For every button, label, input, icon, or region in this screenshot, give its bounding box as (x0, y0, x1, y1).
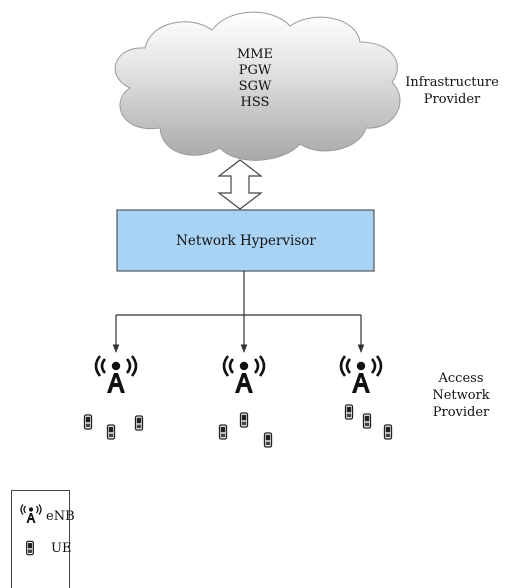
enb-tower-icon (339, 354, 383, 395)
ue-phone-icon (83, 414, 93, 430)
network-hypervisor-box (116, 209, 375, 272)
ue-phone-icon (263, 432, 273, 448)
cloud-component-mme: MME (236, 47, 274, 62)
legend-ue-label: UE (51, 541, 72, 556)
cloud-component-pgw: PGW (238, 63, 272, 78)
enb-tower-icon (222, 354, 266, 395)
legend-enb-label: eNB (46, 509, 75, 524)
ue-phone-icon (344, 404, 354, 420)
core-network-cloud (114, 11, 401, 161)
infrastructure-label-line2: Provider (423, 92, 481, 107)
infrastructure-label-line1: Infrastructure (405, 75, 499, 90)
ue-phone-icon (218, 424, 228, 440)
ue-phone-icon (134, 415, 144, 431)
hypervisor-connectors (112, 271, 365, 353)
ue-legend-icon (26, 540, 34, 556)
ue-phone-icon (239, 412, 249, 428)
ue-phone-icon (362, 413, 372, 429)
access-label-line3: Provider (432, 405, 490, 420)
network-hypervisor-label: Network Hypervisor (176, 233, 316, 249)
cloud-component-hss: HSS (240, 95, 270, 110)
access-network-provider-label: Access Network Provider (418, 370, 504, 421)
access-label-line2: Network (432, 388, 490, 403)
ue-phone-icon (383, 424, 393, 440)
enb-tower-icon (94, 354, 138, 395)
access-label-line1: Access (438, 371, 484, 386)
infrastructure-provider-label: Infrastructure Provider (400, 74, 504, 108)
bidirectional-arrow (217, 159, 263, 210)
legend-box (11, 490, 70, 588)
cloud-component-sgw: SGW (238, 79, 272, 94)
ue-phone-icon (106, 424, 116, 440)
